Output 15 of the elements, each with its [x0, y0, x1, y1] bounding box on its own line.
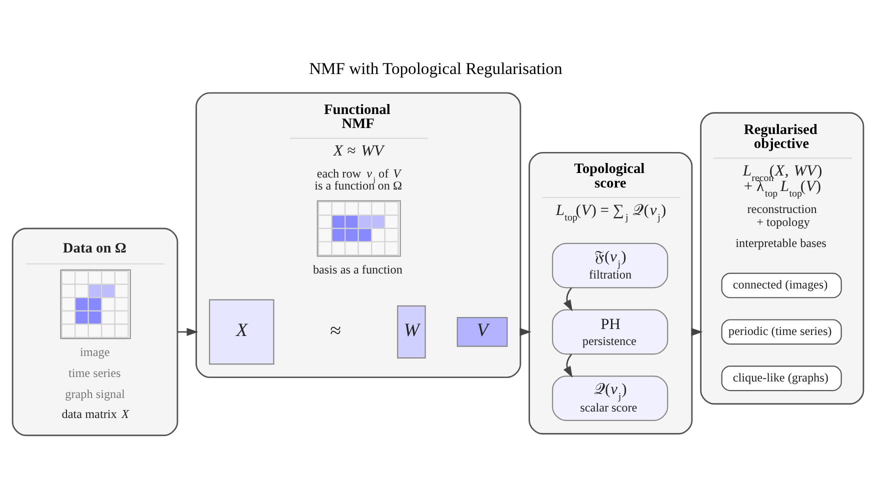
node-box: V: [456, 317, 508, 347]
node-box: PH persistence: [552, 309, 668, 355]
arrow: [178, 328, 198, 336]
arrow: [563, 288, 573, 312]
node-box: connected (images): [721, 272, 842, 298]
node-box: 𝔉(v$_{j}$) filtration: [552, 242, 668, 288]
node-box: periodic (time series): [721, 319, 842, 345]
arrow: [563, 354, 573, 378]
node-box: clique-like (graphs): [721, 366, 842, 392]
node-box: Data on Ω image time series graph signal data matrix X: [12, 228, 178, 436]
node-box: X: [208, 299, 274, 365]
diagram-title: NMF with Topological Regularisation: [309, 59, 562, 78]
node-box: 𝒬(v$_{j}$) scalar score: [552, 376, 668, 421]
label: ≈: [330, 320, 342, 342]
node-box: W: [397, 305, 426, 358]
